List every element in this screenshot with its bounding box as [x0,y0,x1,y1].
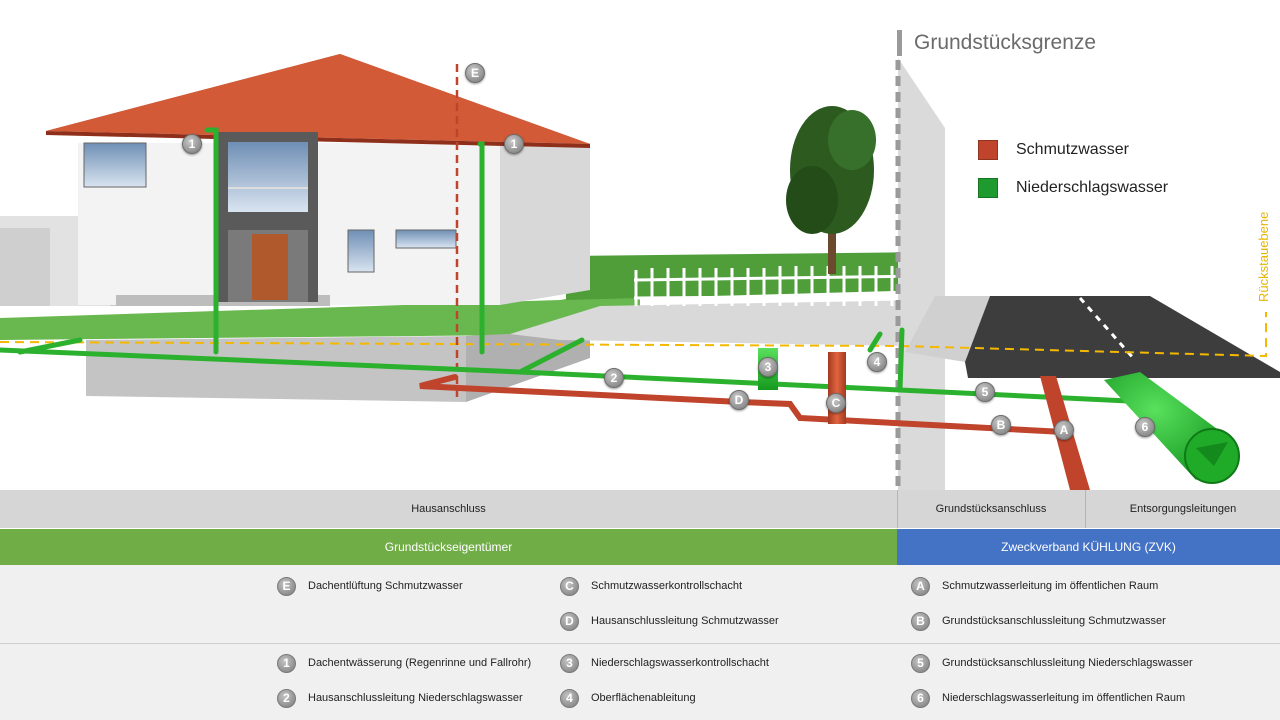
marker-c: C [826,393,846,413]
marker-2: 2 [604,368,624,388]
tree-trunk [828,200,836,274]
boundary-wall [898,58,945,490]
legend-item-schmutzwasser: Schmutzwasser [978,140,1129,160]
badge: 3 [560,653,579,673]
band-eigentuemer: Grundstückseigentümer [0,529,897,565]
badge: 2 [277,688,296,708]
paving [510,300,930,346]
tree-crown [786,106,876,234]
marker-3: 3 [758,357,778,377]
sidewalk [905,296,990,362]
rueckstauebene-label: Rückstauebene [1256,211,1271,302]
rueckstauebene-line [0,312,1267,358]
marker-4: 4 [867,352,887,372]
legend-swatch-red [978,140,998,160]
road [965,296,1280,378]
marker-a: A [1054,420,1074,440]
badge: 1 [277,653,296,673]
marker-1-right: 1 [504,134,524,154]
house-side [500,143,590,305]
window-strip [395,229,457,249]
page-title: Grundstücksgrenze [897,30,1096,56]
badge: 4 [560,688,579,708]
badge: D [560,611,579,631]
legend-swatch-green [978,178,998,198]
badge: E [277,576,296,596]
window-lower-right [347,229,375,273]
band-hausanschluss: Hausanschluss [0,490,897,528]
band-grundstuecksanschluss: Grundstücksanschluss [897,490,1085,528]
marker-b: B [991,415,1011,435]
badge: 5 [911,653,930,673]
band-zweckverband: Zweckverband KÜHLUNG (ZVK) [897,529,1280,565]
legend-item-niederschlagswasser: Niederschlagswasser [978,178,1168,198]
foundation [86,336,466,402]
marker-6: 6 [1135,417,1155,437]
marker-1-left: 1 [182,134,202,154]
window-upper-left [83,142,147,188]
marker-e: E [465,63,485,83]
badge: 6 [911,688,930,708]
marker-5: 5 [975,382,995,402]
band-divider [897,490,898,528]
rainwater-pipes [0,127,1153,405]
front-door [252,234,288,300]
badge: C [560,576,579,596]
legend-table-divider [0,643,1280,644]
badge: B [911,611,930,631]
marker-d: D [729,390,749,410]
legend-table [0,565,1280,720]
wastewater-shaft [828,352,846,424]
house-connection-illustration [0,54,1280,490]
badge: A [911,576,930,596]
band-entsorgungsleitungen: Entsorgungsleitungen [1086,490,1280,528]
band-divider [1085,490,1086,528]
